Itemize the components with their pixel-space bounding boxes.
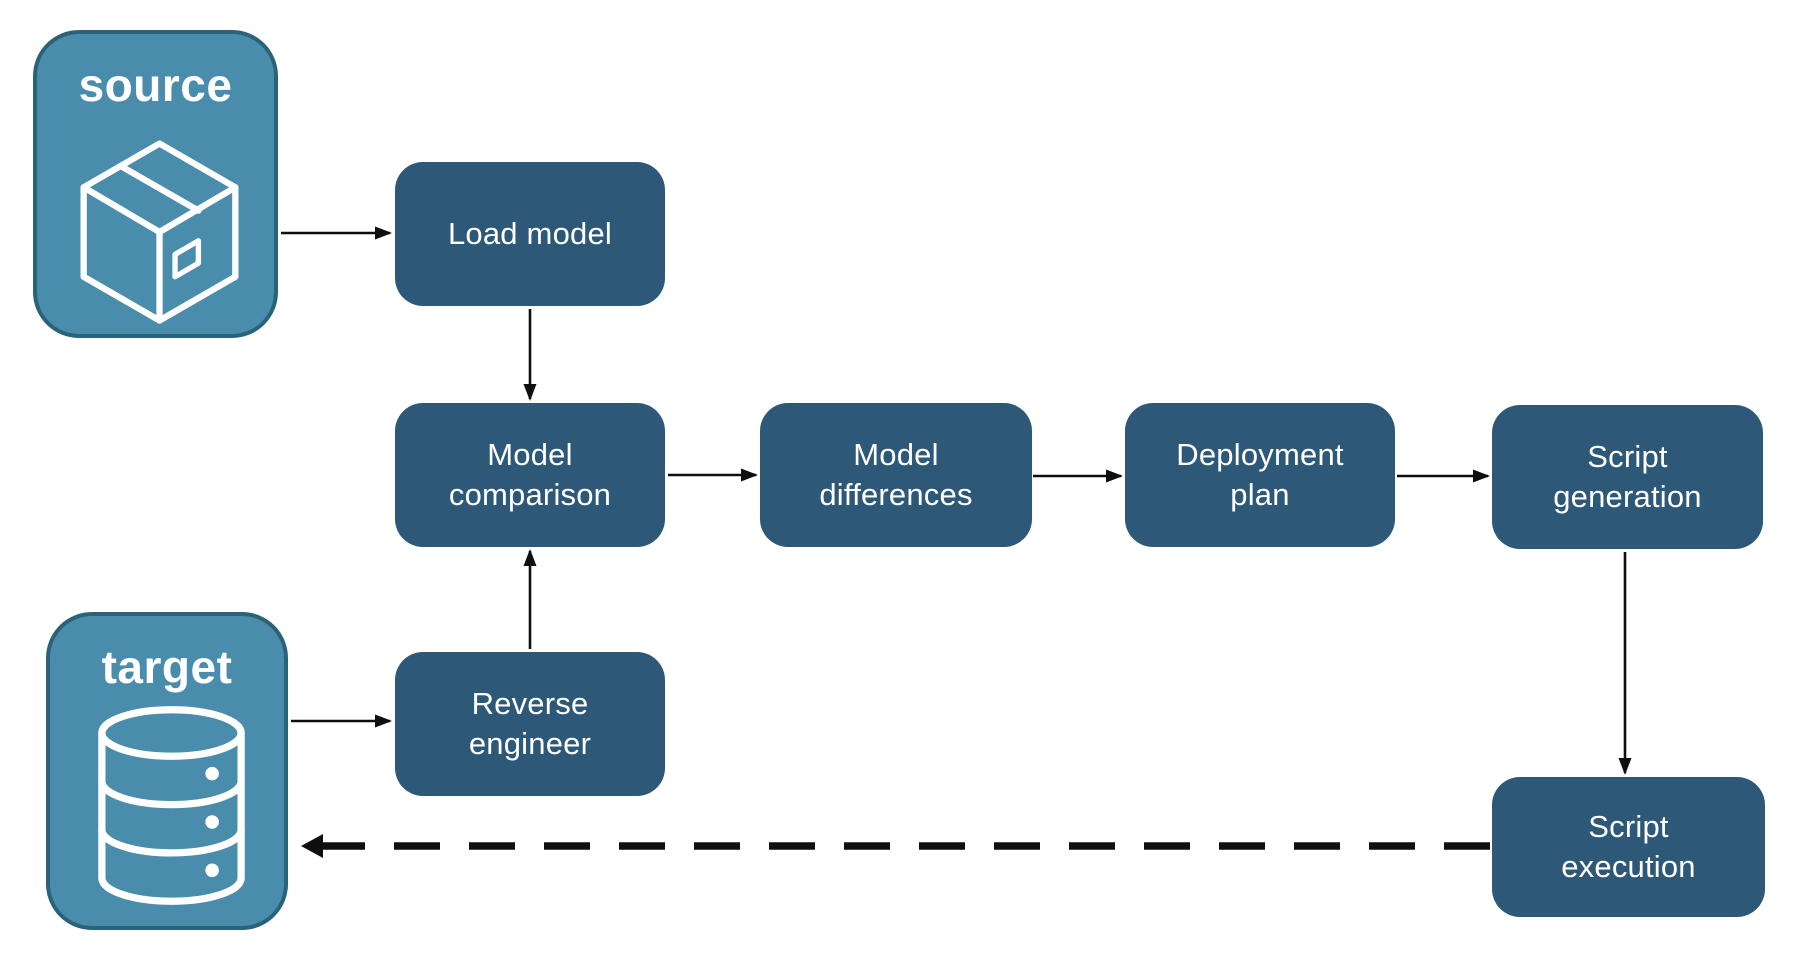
node-load-model: Load model bbox=[395, 162, 665, 306]
node-script-execution: Script execution bbox=[1492, 777, 1765, 917]
node-model-comparison: Model comparison bbox=[395, 403, 665, 547]
node-label: Deployment plan bbox=[1176, 437, 1344, 512]
package-icon bbox=[80, 140, 239, 324]
node-script-generation: Script generation bbox=[1492, 405, 1763, 549]
node-label: Reverse engineer bbox=[468, 686, 592, 761]
target-label: target bbox=[101, 641, 233, 693]
database-icon bbox=[98, 706, 245, 905]
node-label: Script generation bbox=[1553, 439, 1702, 514]
node-label: Script execution bbox=[1561, 809, 1696, 884]
node-label: Load model bbox=[447, 216, 612, 252]
node-model-differences: Model differences bbox=[760, 403, 1032, 547]
node-reverse-engineer: Reverse engineer bbox=[395, 652, 665, 796]
source-container: source bbox=[33, 30, 278, 338]
node-deployment-plan: Deployment plan bbox=[1125, 403, 1395, 547]
target-container: target bbox=[46, 612, 288, 930]
node-label: Model comparison bbox=[448, 437, 612, 512]
node-label: Model differences bbox=[819, 437, 973, 512]
source-label: source bbox=[78, 59, 233, 111]
